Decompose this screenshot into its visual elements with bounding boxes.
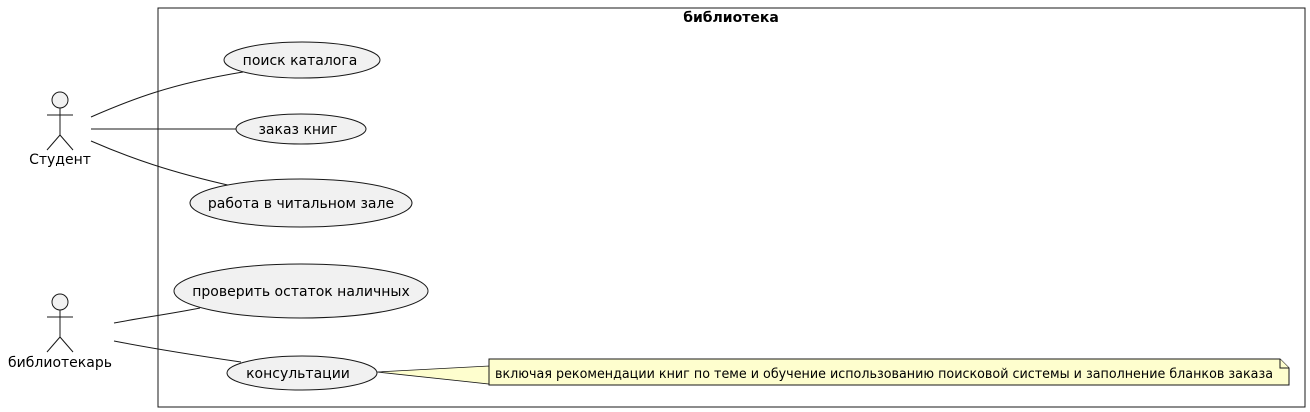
association-librarian-uc5 <box>113 340 242 363</box>
use-case-cash-balance[interactable]: проверить остаток наличных <box>173 263 429 319</box>
use-case-label: поиск каталога <box>243 53 358 69</box>
use-case-label: работа в читальном зале <box>208 196 394 212</box>
use-case-label: заказ книг <box>258 122 337 138</box>
note[interactable]: включая рекомендации книг по теме и обуч… <box>488 358 1290 386</box>
use-case-consultations[interactable]: консультации <box>226 355 378 391</box>
association-student-uc1 <box>90 71 244 118</box>
note-text: включая рекомендации книг по теме и обуч… <box>495 367 1273 382</box>
association-student-uc3 <box>90 140 233 187</box>
use-case-label: проверить остаток наличных <box>192 284 409 300</box>
use-case-label: консультации <box>246 366 350 382</box>
actor-student[interactable]: Студент <box>29 91 91 168</box>
actor-label: Студент <box>29 152 91 168</box>
use-case-book-order[interactable]: заказ книг <box>235 113 367 145</box>
system-title: библиотека <box>683 10 779 26</box>
note-fold-corner <box>1279 359 1289 369</box>
stick-figure-icon <box>46 91 74 151</box>
use-case-catalog-search[interactable]: поиск каталога <box>223 41 381 79</box>
use-case-reading-room[interactable]: работа в читальном зале <box>189 178 413 228</box>
stick-figure-icon <box>46 293 74 353</box>
actor-librarian[interactable]: библиотекарь <box>8 293 112 371</box>
note-shape <box>488 358 1290 386</box>
association-librarian-uc4 <box>113 307 201 324</box>
actor-label: библиотекарь <box>8 355 112 371</box>
